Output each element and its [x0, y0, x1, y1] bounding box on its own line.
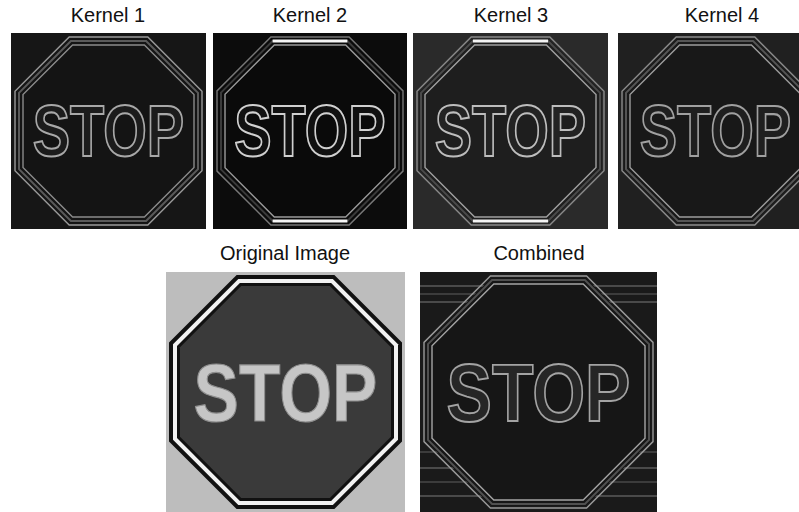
sign-text: STOP [33, 95, 184, 168]
sign-edge [417, 37, 604, 225]
image-ground [420, 272, 657, 512]
sign-edge [217, 37, 403, 225]
sign-edge [622, 37, 799, 225]
sign-face [426, 278, 651, 506]
sign-ring [169, 275, 402, 509]
panel-title: Combined [421, 241, 658, 265]
image-panel: Kernel 4 STOP [618, 3, 799, 229]
image-ground [618, 33, 799, 229]
sign-edge [432, 284, 645, 500]
bright-edge [273, 40, 348, 43]
sign-edge [630, 45, 799, 217]
sign-edge [424, 276, 653, 508]
sign-ring [173, 279, 398, 505]
sign-edge [626, 41, 799, 221]
sign-ring [180, 286, 391, 498]
image-panel: Kernel 1 STOP [11, 3, 206, 229]
sign-edge [221, 41, 399, 221]
image-panel: Original ImageSTOP [166, 241, 405, 512]
image-area: STOP [166, 272, 405, 512]
sign-edge [23, 45, 194, 217]
sign-text: STOP [194, 351, 378, 433]
image-panel: Kernel 3 STOP [413, 3, 608, 229]
sign-text: STOP [234, 95, 385, 168]
sign-text: STOP [640, 95, 791, 168]
image-area: STOP [413, 33, 608, 229]
image-area: STOP [213, 33, 407, 229]
image-ground [413, 33, 608, 229]
panel-title: Kernel 2 [213, 3, 407, 27]
sign-face [419, 39, 602, 223]
sign-face [219, 39, 401, 223]
bright-edge [473, 40, 548, 43]
image-area: STOP [618, 33, 799, 229]
panel-title: Kernel 1 [11, 3, 206, 27]
sign-face [17, 39, 200, 223]
sign-edge [428, 280, 649, 504]
image-area: STOP [11, 33, 206, 229]
image-ground [213, 33, 407, 229]
sign-ring [177, 283, 394, 501]
image-panel: CombinedSTOP [420, 241, 657, 512]
panel-title: Kernel 4 [632, 3, 799, 27]
bright-edge [473, 220, 548, 223]
sign-face [624, 39, 799, 223]
sign-text: STOP [435, 95, 586, 168]
sign-edge [15, 37, 202, 225]
image-ground [166, 272, 405, 512]
panel-title: Original Image [166, 241, 405, 265]
bright-edge [273, 220, 348, 223]
image-ground [11, 33, 206, 229]
sign-edge [425, 45, 596, 217]
sign-edge [421, 41, 600, 221]
image-area: STOP [420, 272, 657, 512]
panel-title: Kernel 3 [414, 3, 609, 27]
sign-edge [19, 41, 198, 221]
sign-edge [225, 45, 395, 217]
sign-text: STOP [447, 351, 631, 433]
image-panel: Kernel 2 STOP [213, 3, 407, 229]
